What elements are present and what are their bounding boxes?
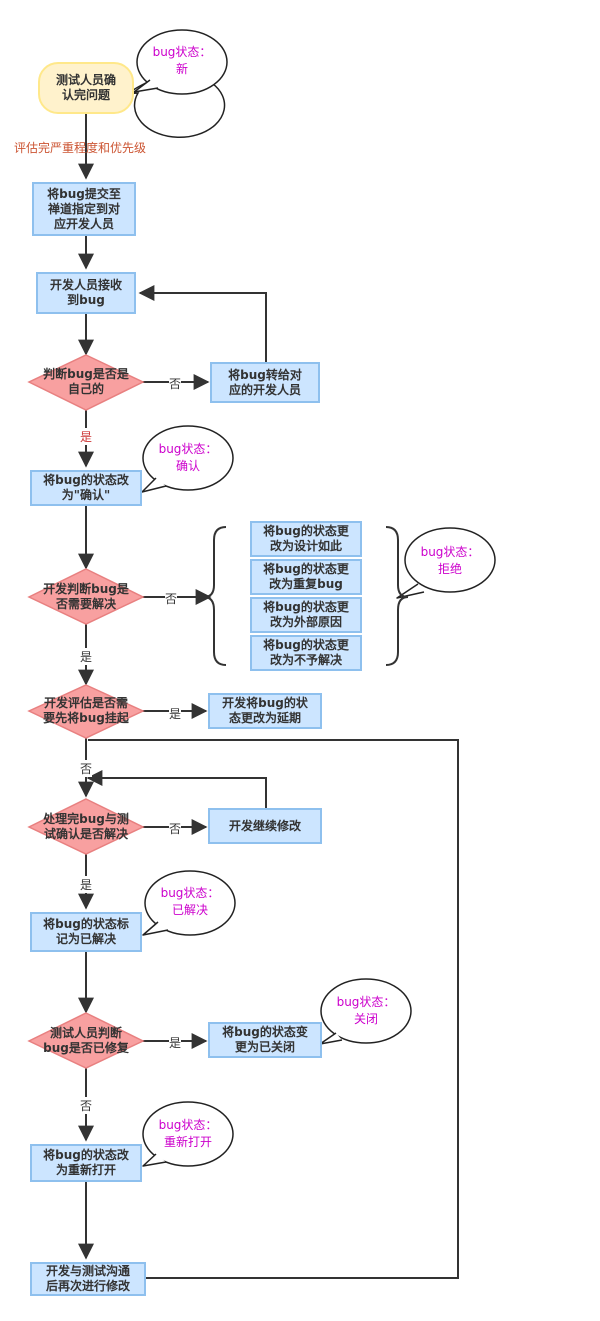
bubble-reopened [142,1101,234,1167]
bubble-confirmed-text: bug状态： 确认 [158,442,218,473]
edge-label-assess: 评估完严重程度和优先级 [14,141,147,155]
edge-label-yes-3: 是 [169,705,182,722]
diamond-tester-check [27,1012,145,1069]
bubble-rejected [404,527,496,593]
node-reopen: 将bug的状态改 为重新打开 [30,1144,142,1182]
node-reject-external: 将bug的状态更 改为外部原因 [250,597,362,633]
node-is-mine: 判断bug是否是 自己的 [43,367,129,396]
node-postpone: 开发将bug的状 态更改为延期 [208,693,322,729]
edge-label-yes-2: 是 [80,648,93,665]
edge-label-yes-4: 是 [80,876,93,893]
bubble-rejected-text: bug状态： 拒绝 [420,545,480,576]
node-handle-fix: 处理完bug与测 试确认是否解决 [43,812,129,841]
edge-label-no-4: 否 [169,820,182,837]
diamond-handle-fix [27,798,145,855]
bubble-new [136,29,228,95]
bubble-closed-text: bug状态： 关闭 [336,995,396,1026]
bubble-closed [320,978,412,1044]
diamond-need-fix [27,568,145,625]
bubble-resolved [144,870,236,936]
node-transfer: 将bug转给对 应的开发人员 [210,362,320,403]
node-mark-resolved: 将bug的状态标 记为已解决 [30,912,142,952]
node-reject-dup: 将bug的状态更 改为重复bug [250,559,362,595]
edge-label-no-2: 否 [165,590,178,607]
node-submit: 将bug提交至 禅道指定到对 应开发人员 [32,182,136,236]
node-tester-check: 测试人员判断 bug是否已修复 [43,1026,129,1055]
bubble-new-text: bug状态： 新 [152,45,212,76]
node-continue-fix: 开发继续修改 [208,808,322,844]
edge-label-yes-5: 是 [169,1034,182,1051]
node-need-suspend: 开发评估是否需 要先将bug挂起 [43,696,129,725]
diamond-is-mine [27,354,145,411]
node-dev-receive: 开发人员接收 到bug [36,272,136,314]
node-reject-design: 将bug的状态更 改为设计如此 [250,521,362,557]
node-close: 将bug的状态变 更为已关闭 [208,1022,322,1058]
node-confirm: 将bug的状态改 为"确认" [30,470,142,506]
node-reject-wontfix: 将bug的状态更 改为不予解决 [250,635,362,671]
edge-label-no-3: 否 [80,760,93,777]
bubble-reopened-text: bug状态： 重新打开 [158,1118,218,1149]
node-need-fix: 开发判断bug是 否需要解决 [43,582,129,611]
node-start: 测试人员确 认完问题 [38,62,134,114]
diamond-need-suspend [27,684,145,739]
edge-label-no-5: 否 [80,1097,93,1114]
bubble-confirmed [142,425,234,491]
edge-label-yes-1: 是 [80,428,93,445]
bubble-resolved-text: bug状态： 已解决 [160,886,220,917]
node-communicate: 开发与测试沟通 后再次进行修改 [30,1262,146,1296]
edge-label-no-1: 否 [169,375,182,392]
